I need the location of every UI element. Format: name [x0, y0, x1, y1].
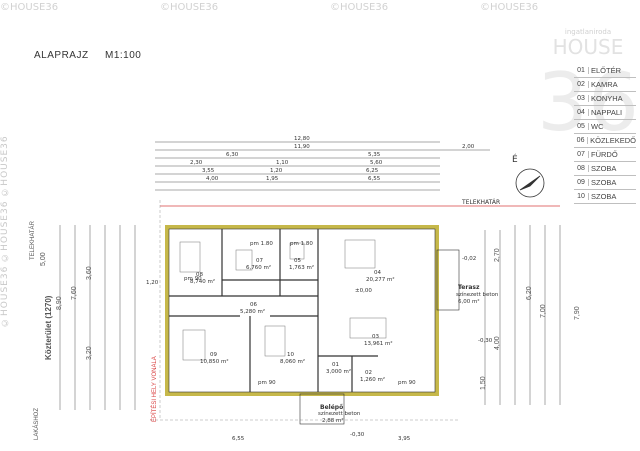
room-area-04: 20,277 m²	[366, 277, 395, 283]
right-dimension-chains	[484, 225, 561, 405]
room-area-09: 10,850 m²	[200, 359, 229, 365]
terrace-outline	[436, 249, 460, 311]
marker-3: pm 90	[258, 380, 276, 386]
plan-title-text: ALAPRAJZ	[34, 50, 89, 61]
svg-text:ingatlaniroda: ingatlaniroda	[565, 28, 611, 36]
marker-5: pm 90	[184, 276, 202, 282]
plan-title: ALAPRAJZ M1:100	[34, 50, 141, 61]
boundary-label-right: TELEKHATÁR	[462, 199, 501, 206]
dim-top-row3a: 6,30	[226, 152, 239, 158]
dim-top-total: 12,80	[294, 136, 310, 142]
dim-left-2: 7,60	[71, 286, 78, 300]
dim-right-6: 1,50	[480, 376, 487, 390]
room-label-01: 01	[332, 362, 339, 368]
dim-bottom-a: 6,55	[232, 436, 245, 442]
terrace-area: 6,00 m²	[458, 299, 480, 305]
bottom-left-label: LAKÁSHOZ	[34, 407, 40, 440]
dim-right-3: 6,20	[526, 286, 533, 300]
dim-top-row6c: 6,55	[368, 176, 381, 182]
dim-top-row6b: 1,95	[266, 176, 279, 182]
dim-top-row6a: 4,00	[206, 176, 219, 182]
entrance-material: színezett beton	[318, 411, 361, 417]
room-area-03: 13,961 m²	[364, 341, 393, 347]
dim-right-total: 7,90	[574, 306, 581, 320]
watermark-top-4: ©HOUSE36	[480, 2, 539, 13]
watermark-top-1: ©HOUSE36	[0, 2, 59, 13]
svg-text:HOUSE: HOUSE	[553, 35, 624, 59]
top-dimension-chains	[155, 141, 490, 191]
terrace-name: Terasz	[458, 284, 480, 291]
room-area-01: 3,000 m²	[326, 369, 352, 375]
entrance-name: Belépő	[320, 404, 344, 411]
dim-right-5: 4,00	[494, 336, 501, 350]
dim-top-row4b: 1,10	[276, 160, 289, 166]
dim-top-row2b: 2,00	[462, 144, 475, 150]
room-label-09: 09	[210, 352, 217, 358]
marker-9: 1,20	[146, 280, 159, 286]
marker-2: pm 1.80	[290, 241, 313, 247]
interior-walls	[169, 229, 378, 392]
boundary-label-left: TELEKHATÁR	[30, 221, 36, 260]
marker-1: pm 1.80	[250, 241, 273, 247]
dim-top-row4c: 5,60	[370, 160, 383, 166]
dim-left-5: 5,00	[40, 252, 47, 266]
room-area-08: 8,740 m²	[190, 279, 216, 285]
room-area-05: 1,763 m²	[289, 265, 315, 271]
marker-6: -0,02	[462, 256, 477, 262]
level-label: ±0,00	[355, 288, 372, 294]
room-label-04: 04	[374, 270, 381, 276]
room-label-10: 10	[287, 352, 294, 358]
entrance-area: 2,88 m²	[322, 418, 344, 424]
room-label-03: 03	[372, 334, 379, 340]
room-area-02: 1,260 m²	[360, 377, 386, 383]
outer-walls	[165, 225, 439, 396]
dim-left-3: 3,60	[86, 266, 93, 280]
dim-bottom-b: 3,95	[398, 436, 411, 442]
dim-top-row3b: 5,35	[368, 152, 381, 158]
dim-top-row4a: 2,30	[190, 160, 203, 166]
street-label: Közterület (1270)	[44, 295, 53, 360]
room-label-08: 08	[196, 272, 203, 278]
furniture	[179, 239, 387, 361]
watermark-top-3: ©HOUSE36	[330, 2, 389, 13]
north-label: É	[512, 153, 518, 165]
left-dimension-chains	[59, 225, 136, 410]
room-label-02: 02	[365, 370, 372, 376]
dim-left-4: 3,20	[86, 346, 93, 360]
dim-right-4: 2,70	[494, 248, 501, 262]
room-label-06: 06	[250, 302, 257, 308]
room-area-06: 5,280 m²	[240, 309, 266, 315]
room-area-07: 6,760 m²	[246, 265, 272, 271]
building-line-label: ÉPÍTÉSI HELY VONALA	[152, 356, 158, 422]
dim-right-2: 7,00	[540, 304, 547, 318]
watermark-top-2: ©HOUSE36	[160, 2, 219, 13]
dim-top-row5a: 3,55	[202, 168, 215, 174]
dim-top-row5b: 1,20	[270, 168, 283, 174]
marker-8: -0,30	[350, 432, 365, 438]
dim-left-1: 8,90	[56, 296, 63, 310]
dim-top-row5c: 6,25	[366, 168, 379, 174]
room-label-07: 07	[256, 258, 263, 264]
plan-scale: M1:100	[104, 50, 142, 61]
marker-7: -0,30	[478, 338, 493, 344]
terrace-material: színezett beton	[456, 292, 499, 298]
marker-4: pm 90	[398, 380, 416, 386]
room-label-05: 05	[294, 258, 301, 264]
entrance-outline	[299, 393, 345, 425]
dim-top-row2a: 11,90	[294, 144, 310, 150]
north-arrow	[515, 168, 545, 198]
room-area-10: 8,060 m²	[280, 359, 306, 365]
